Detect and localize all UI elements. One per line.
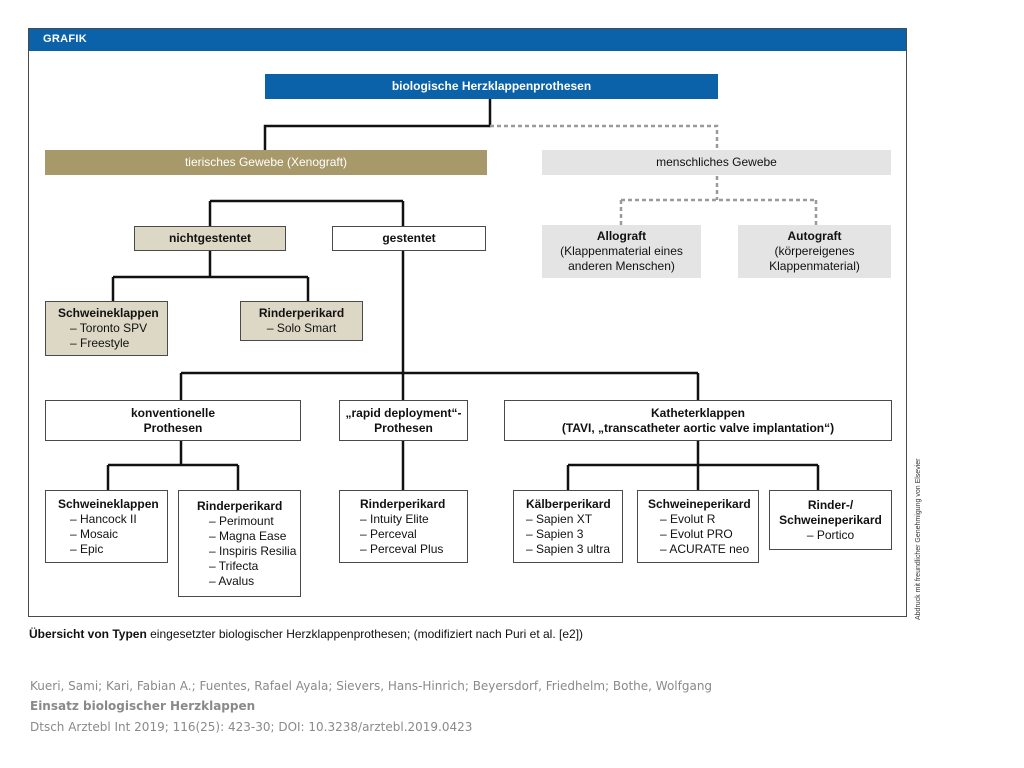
node-rapid-bovine-title: Rinderperikard bbox=[360, 496, 446, 511]
list-item: – Sapien 3 bbox=[526, 526, 584, 541]
list-item: – Inspiris Resilia bbox=[209, 543, 297, 558]
node-allograft-line2: anderen Menschen) bbox=[568, 259, 675, 273]
connector-root-xenograft bbox=[263, 99, 492, 150]
connector-conventional-children bbox=[106, 441, 240, 490]
grafik-header: GRAFIK bbox=[29, 29, 906, 51]
list-item: – Sapien 3 ultra bbox=[526, 541, 611, 556]
connector-lines bbox=[106, 99, 820, 550]
node-allograft-line1: (Klappenmaterial eines bbox=[560, 244, 683, 258]
node-catheter-line2: (TAVI, „transcatheter aortic valve impla… bbox=[561, 420, 835, 435]
node-conventional: konventionelle Prothesen bbox=[45, 400, 301, 441]
credit-vertical: Abdruck mit freundlicher Genehmigung von… bbox=[912, 458, 926, 620]
node-nonstented: nichtgestentet bbox=[134, 226, 286, 251]
reference-title: Einsatz biologischer Herzklappen bbox=[30, 699, 256, 713]
list-item: – Intuity Elite bbox=[360, 511, 429, 526]
node-catheter: Katheterklappen (TAVI, „transcatheter ao… bbox=[504, 400, 892, 441]
list-item: – Avalus bbox=[209, 573, 255, 588]
list-item: – Evolut R bbox=[660, 511, 716, 526]
list-item: – Sapien XT bbox=[526, 511, 593, 526]
node-xenograft: tierisches Gewebe (Xenograft) bbox=[45, 150, 487, 175]
list-item: – Hancock II bbox=[70, 511, 137, 526]
node-catheter-line1: Katheterklappen bbox=[650, 405, 746, 420]
figure-caption: Übersicht von Typen eingesetzter biologi… bbox=[29, 627, 583, 641]
node-stented-title: gestentet bbox=[382, 231, 436, 245]
node-conventional-line1: konventionelle bbox=[130, 405, 216, 420]
node-autograft-line2: Klappenmaterial) bbox=[769, 259, 860, 273]
node-human: menschliches Gewebe bbox=[542, 150, 891, 175]
node-cath-porcine-title: Schweineperikard bbox=[648, 496, 751, 511]
reference-journal: Dtsch Arztebl Int 2019; 116(25): 423-30;… bbox=[30, 720, 473, 734]
node-cath-mixed-line1: Rinder-/ bbox=[807, 497, 854, 512]
node-conv-porcine: Schweineklappen – Hancock II – Mosaic – … bbox=[45, 490, 168, 563]
node-conv-porcine-title: Schweineklappen bbox=[58, 496, 159, 511]
list-item: – Magna Ease bbox=[209, 528, 287, 543]
node-rapid-line1: „rapid deployment“- bbox=[345, 405, 462, 420]
list-item: – Toronto SPV bbox=[70, 321, 148, 335]
list-item: – ACURATE neo bbox=[660, 541, 750, 556]
node-bovine-nonstented-title: Rinderperikard bbox=[258, 306, 345, 320]
list-item: – Trifecta bbox=[209, 558, 259, 573]
reference-authors: Kueri, Sami; Kari, Fabian A.; Fuentes, R… bbox=[30, 679, 713, 693]
node-stented: gestentet bbox=[332, 226, 486, 251]
node-cath-mixed: Rinder-/ Schweineperikard – Portico bbox=[769, 490, 892, 550]
node-autograft-line1: (körpereigenes bbox=[774, 244, 855, 258]
node-xenograft-title: tierisches Gewebe (Xenograft) bbox=[184, 155, 348, 169]
credit-text: Abdruck mit freundlicher Genehmigung von… bbox=[915, 458, 922, 620]
node-root-title: biologische Herzklappenprothesen bbox=[391, 79, 592, 93]
grafik-label: GRAFIK bbox=[43, 33, 87, 45]
node-conventional-line2: Prothesen bbox=[143, 420, 203, 435]
node-rapid-line2: Prothesen bbox=[374, 420, 433, 435]
node-porcine-nonstented-title: Schweineklappen bbox=[58, 306, 159, 320]
node-conv-bovine: Rinderperikard – Perimount – Magna Ease … bbox=[178, 490, 301, 597]
node-autograft: Autograft (körpereigenes Klappenmaterial… bbox=[738, 225, 891, 278]
figure-panel: GRAFIK biologische Herzkla bbox=[28, 28, 907, 617]
node-allograft: Allograft (Klappenmaterial eines anderen… bbox=[542, 225, 701, 278]
list-item: – Portico bbox=[806, 527, 855, 542]
node-conv-bovine-title: Rinderperikard bbox=[197, 498, 283, 513]
node-allograft-title: Allograft bbox=[596, 229, 647, 243]
node-autograft-title: Autograft bbox=[787, 229, 842, 243]
connector-root-human bbox=[490, 124, 719, 150]
node-rapid-bovine: Rinderperikard – Intuity Elite – Perceva… bbox=[339, 490, 468, 563]
node-porcine-nonstented: Schweineklappen – Toronto SPV – Freestyl… bbox=[45, 301, 168, 356]
connector-nonstented-children bbox=[111, 251, 310, 301]
node-cath-mixed-line2: Schweineperikard bbox=[779, 512, 882, 527]
list-item: – Solo Smart bbox=[266, 321, 337, 335]
node-human-title: menschliches Gewebe bbox=[656, 155, 777, 169]
node-root: biologische Herzklappenprothesen bbox=[265, 74, 718, 99]
caption-rest: eingesetzter biologischer Herzklappenpro… bbox=[146, 627, 584, 641]
list-item: – Perceval Plus bbox=[360, 541, 444, 556]
caption-bold: Übersicht von Typen bbox=[29, 627, 147, 641]
list-item: – Freestyle bbox=[70, 336, 130, 350]
list-item: – Epic bbox=[70, 541, 104, 556]
node-cath-calf: Kälberperikard – Sapien XT – Sapien 3 – … bbox=[513, 490, 623, 563]
node-nonstented-title: nichtgestentet bbox=[168, 231, 251, 245]
node-rapid: „rapid deployment“- Prothesen bbox=[339, 400, 468, 441]
connector-stented-children bbox=[179, 251, 700, 400]
list-item: – Perceval bbox=[360, 526, 417, 541]
node-cath-porcine: Schweineperikard – Evolut R – Evolut PRO… bbox=[637, 490, 759, 563]
node-cath-calf-title: Kälberperikard bbox=[526, 496, 611, 511]
list-item: – Mosaic bbox=[70, 526, 119, 541]
connector-human-split bbox=[619, 176, 818, 225]
node-bovine-nonstented: Rinderperikard – Solo Smart bbox=[240, 301, 363, 341]
connector-catheter-children bbox=[566, 441, 820, 550]
list-item: – Perimount bbox=[209, 513, 274, 528]
list-item: – Evolut PRO bbox=[660, 526, 733, 541]
